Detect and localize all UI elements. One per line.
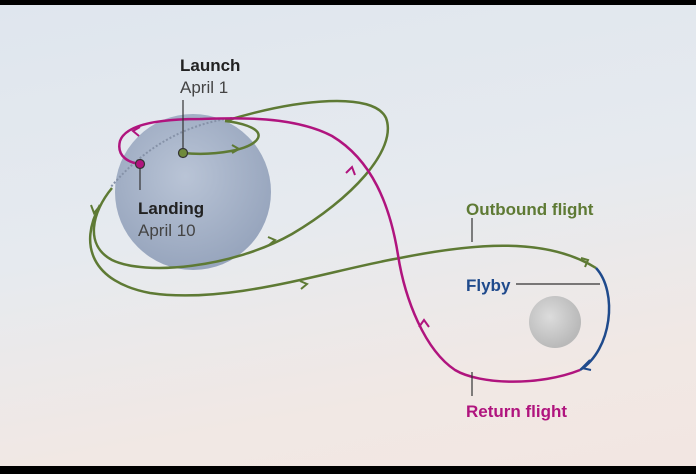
landing-point [134, 158, 146, 170]
arrow-icon [299, 280, 309, 290]
launch-date: April 1 [180, 78, 228, 97]
direction-arrows [90, 126, 592, 371]
trajectory-diagram: Launch April 1 Landing April 10 Outbound… [0, 5, 696, 466]
arrow-icon [90, 204, 100, 215]
outbound-flight-path [88, 99, 597, 297]
landing-date: April 10 [138, 221, 196, 240]
arrow-icon [418, 318, 430, 328]
outbound-flight-label: Outbound flight [466, 200, 594, 219]
moon [529, 296, 581, 348]
flyby-path [579, 267, 611, 372]
earth [115, 114, 271, 270]
earth-parking-orbit-dotted [109, 117, 233, 189]
arrow-icon [267, 236, 277, 246]
arrow-icon [231, 144, 242, 154]
arrow-icon [131, 126, 141, 137]
flyby-label: Flyby [466, 276, 511, 295]
launch-point [177, 147, 189, 159]
arrow-icon [580, 257, 590, 268]
trajectory-svg: Launch April 1 Landing April 10 Outbound… [88, 56, 611, 421]
leader-lines [139, 100, 600, 396]
arrow-icon [345, 165, 356, 176]
return-flight-path [118, 117, 581, 383]
launch-title: Launch [180, 56, 240, 75]
arrow-icon [580, 359, 592, 371]
return-flight-label: Return flight [466, 402, 567, 421]
landing-title: Landing [138, 199, 204, 218]
